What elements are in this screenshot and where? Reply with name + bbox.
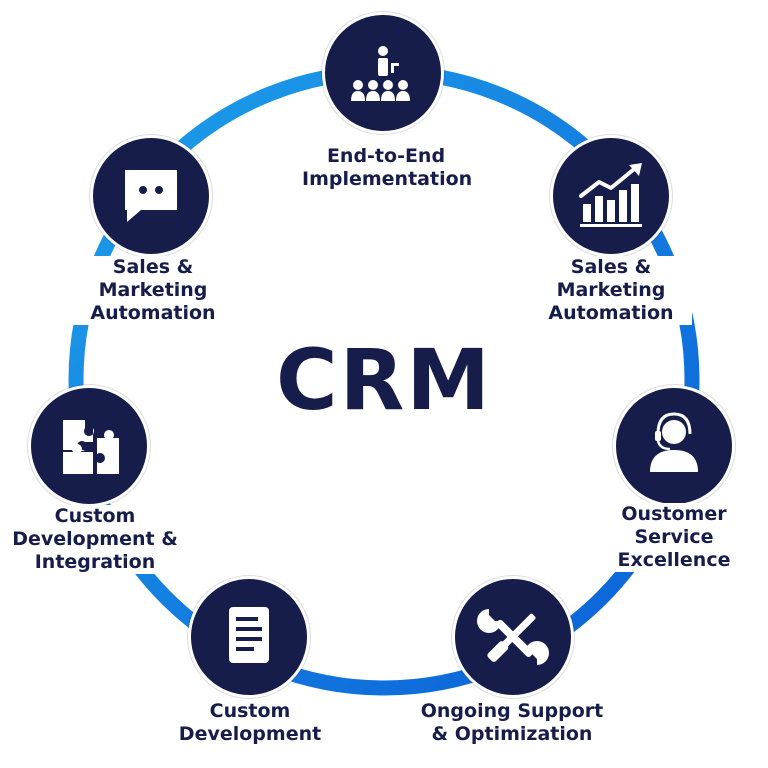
headset-agent-icon <box>613 385 735 507</box>
center-title: CRM <box>276 331 492 429</box>
wrench-screwdriver-icon <box>452 576 574 698</box>
document-icon <box>188 576 310 698</box>
rising-bar-chart-icon <box>550 135 672 257</box>
node-label-sales-marketing-automation-right: Sales & Marketing Automation <box>530 256 692 325</box>
node-label-end-to-end-implementation: End-to-End Implementation <box>300 145 473 191</box>
node-label-custom-development-integration: Custom Development & Integration <box>2 505 188 574</box>
node-label-custom-development: Custom Development <box>164 700 336 746</box>
chat-bubble-icon <box>90 135 212 257</box>
puzzle-icon <box>28 385 150 507</box>
presentation-audience-icon <box>322 12 444 134</box>
node-label-customer-service-excellence: Oustomer Service Excellence <box>598 503 750 572</box>
node-label-sales-marketing-automation-left: Sales & Marketing Automation <box>70 256 236 325</box>
node-label-ongoing-support-optimization: Ongoing Support & Optimization <box>406 700 618 746</box>
